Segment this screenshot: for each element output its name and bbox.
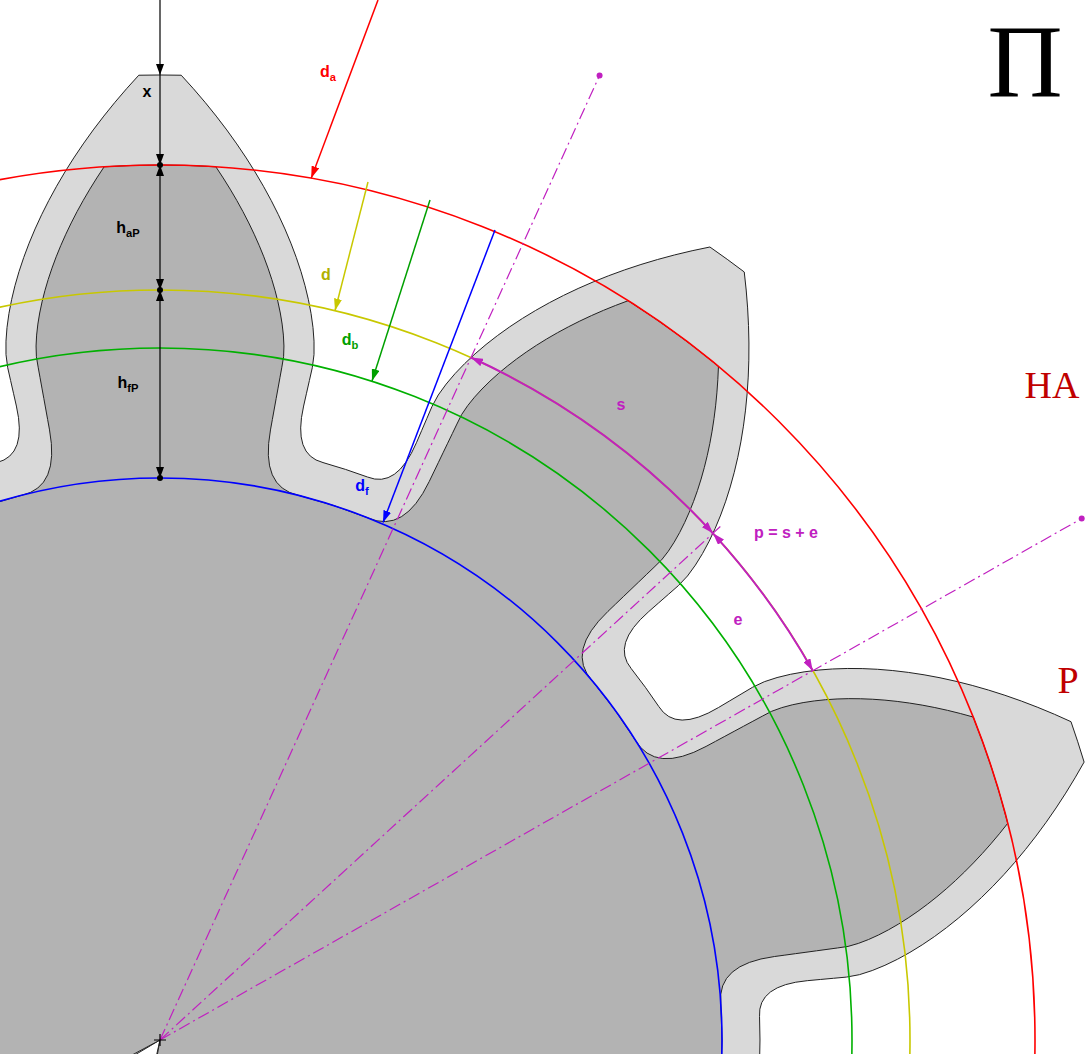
dimension-label: x	[143, 84, 152, 100]
arc-label: s	[617, 397, 626, 413]
base-diameter-leader	[372, 200, 430, 381]
symbol-main: h	[118, 374, 128, 391]
tip-circle	[0, 165, 1035, 1054]
dimension-label: haP	[116, 220, 139, 236]
center-mark	[154, 1034, 166, 1046]
radial-line	[160, 519, 1082, 1040]
arc-label: e	[734, 612, 743, 628]
root-circle	[0, 478, 722, 1054]
symbol-main: d	[320, 63, 330, 80]
root-diameter-leader	[383, 230, 495, 523]
pitch-arc-s	[471, 358, 713, 534]
gear-inner-profile	[0, 165, 1008, 1054]
line-end-dot	[1079, 516, 1085, 522]
symbol-subscript: b	[351, 339, 358, 351]
diameter-label: db	[342, 332, 359, 348]
symbol-subscript: aP	[126, 227, 140, 239]
dimension-label: hfP	[118, 375, 139, 391]
pitch-circle	[0, 290, 910, 1054]
formula-label: p = s + e	[754, 525, 818, 541]
symbol-main: d	[342, 331, 352, 348]
dimension-dot	[157, 287, 163, 293]
symbol-subscript: a	[330, 71, 336, 83]
diameter-label: df	[355, 478, 369, 494]
symbol-main: d	[355, 477, 365, 494]
tip-diameter-leader	[311, 0, 378, 178]
dimension-arrowhead	[156, 64, 164, 75]
line-end-dot	[597, 72, 603, 78]
base-circle	[0, 348, 852, 1054]
gear-outer-profile	[0, 75, 1084, 1054]
pitch-diameter-leader	[335, 182, 368, 311]
diameter-label: da	[320, 64, 336, 80]
symbol-subscript: fP	[127, 382, 138, 394]
radial-line	[160, 75, 600, 1040]
heading-fragment: П	[987, 10, 1062, 114]
dimension-dot	[157, 475, 163, 481]
radial-line	[160, 527, 720, 1040]
text-fragment: НА	[1025, 366, 1080, 404]
text-fragment: Р	[1055, 660, 1080, 700]
symbol-main: h	[116, 219, 126, 236]
pitch-arc-e	[713, 533, 813, 670]
dimension-dot	[157, 162, 163, 168]
symbol-subscript: f	[365, 485, 369, 497]
diameter-label: d	[321, 267, 331, 283]
